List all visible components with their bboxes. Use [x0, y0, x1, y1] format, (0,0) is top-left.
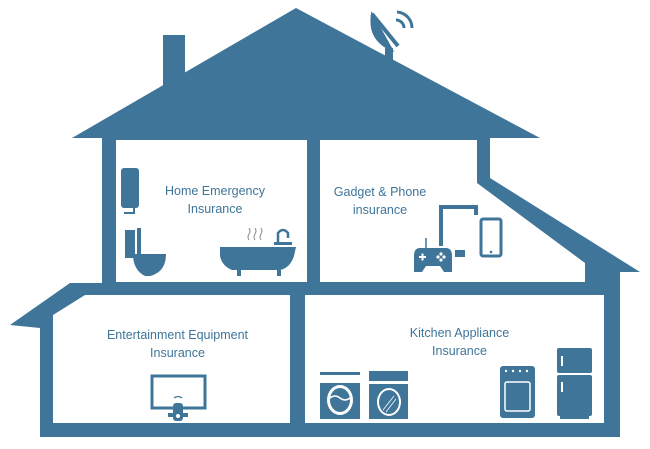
refrigerator-icon	[557, 348, 592, 419]
room-label-entertainment: Entertainment Equipment Insurance	[90, 326, 265, 362]
water-heater-icon	[121, 168, 139, 214]
room-upper-right	[320, 140, 585, 282]
room-title: Home Emergency	[164, 184, 266, 198]
oven-icon	[500, 366, 535, 418]
roof	[72, 8, 540, 138]
room-label-gadget-phone: Gadget & Phone insurance	[325, 183, 435, 219]
room-title: Kitchen Appliance	[409, 326, 510, 340]
toilet-icon	[125, 228, 166, 276]
dryer-icon	[369, 371, 408, 419]
room-subtitle: insurance	[352, 203, 408, 217]
satellite-dish-icon	[370, 10, 414, 64]
room-subtitle: Insurance	[150, 346, 205, 360]
room-subtitle: Insurance	[187, 202, 243, 216]
room-label-kitchen: Kitchen Appliance Insurance	[392, 324, 527, 360]
room-label-home-emergency: Home Emergency Insurance	[150, 182, 280, 218]
smartphone-icon	[479, 217, 503, 258]
room-title: Entertainment Equipment	[106, 328, 249, 342]
room-lower-left	[53, 295, 290, 423]
room-title: Gadget & Phone	[333, 185, 427, 199]
room-subtitle: Insurance	[432, 344, 487, 358]
bathtub-icon	[220, 227, 296, 276]
game-controller-icon	[414, 238, 465, 272]
washing-machine-icon	[320, 372, 360, 419]
remote-icon	[168, 395, 188, 421]
tablet-icon	[439, 205, 478, 246]
